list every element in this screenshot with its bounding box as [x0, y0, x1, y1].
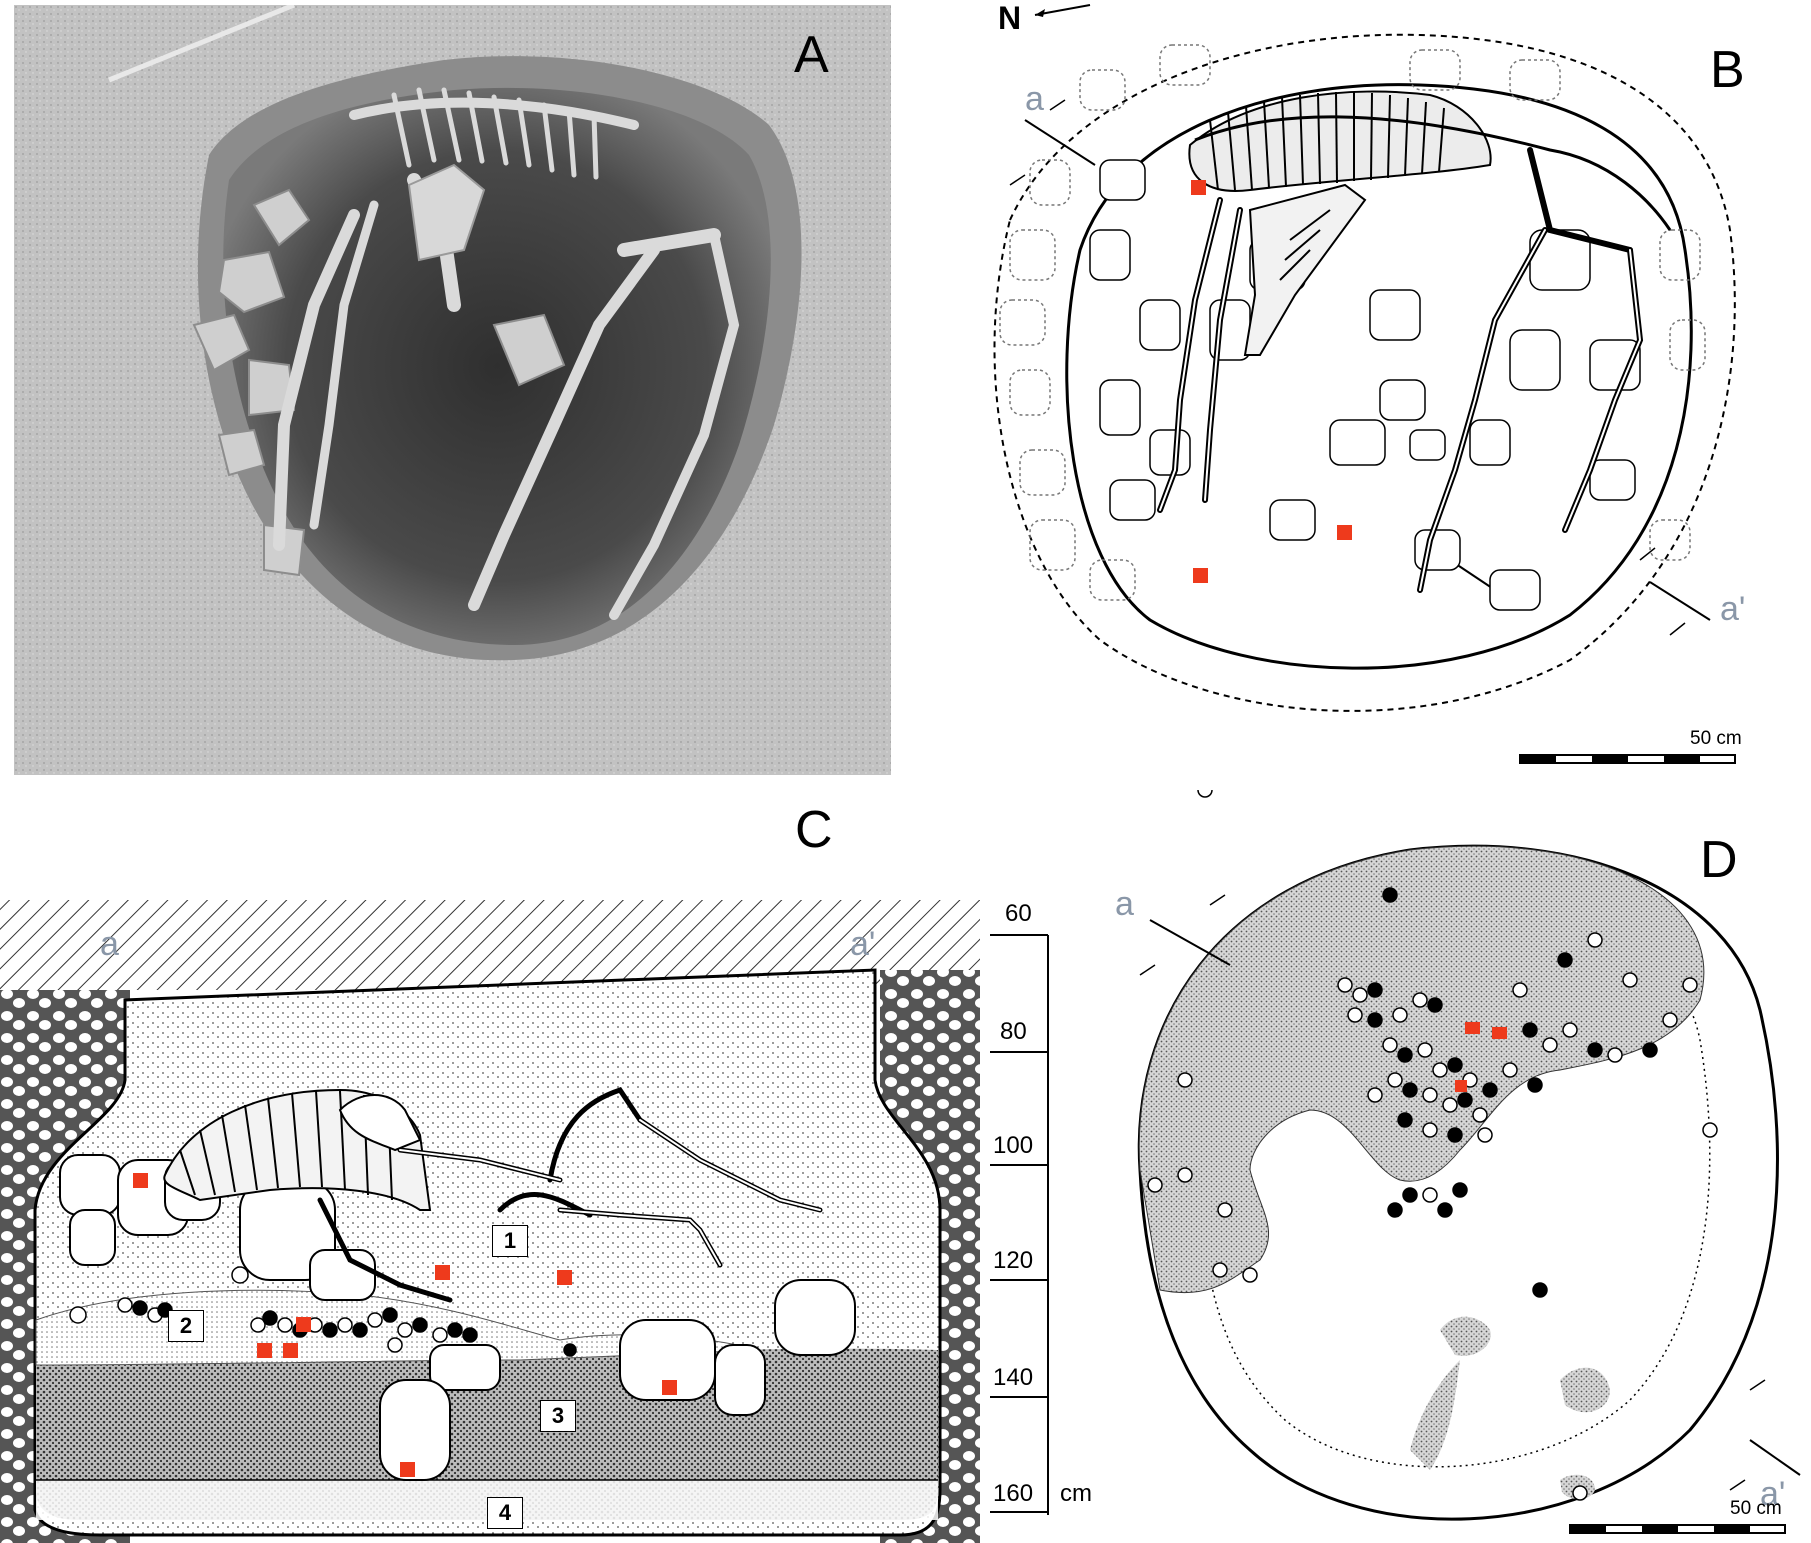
panel-b-plan: N B a a' 50 cm: [950, 0, 1811, 770]
layer-label-2: 2: [168, 1310, 204, 1342]
panel-c-section: C a a' 1 2 3 4 60 80 100 120 140 160 cm: [0, 790, 1110, 1543]
panel-letter-d: D: [1700, 831, 1738, 889]
depth-label-60: 60: [1005, 900, 1032, 927]
north-label: N: [998, 0, 1022, 36]
plan-drawing-b: [993, 4, 1736, 764]
sample-marker: [1465, 1022, 1480, 1034]
section-label-a-prime: a': [850, 925, 876, 963]
north-arrow-icon: [1034, 4, 1091, 16]
sample-marker: [283, 1343, 298, 1358]
sample-marker: [1193, 568, 1208, 583]
scale-label-b: 50 cm: [1690, 728, 1742, 749]
depth-label-140: 140: [993, 1364, 1034, 1391]
sample-marker: [296, 1317, 311, 1332]
depth-unit: cm: [1060, 1480, 1092, 1507]
scale-bar-b: [1519, 754, 1736, 764]
depth-label-100: 100: [993, 1132, 1034, 1159]
sample-marker: [1492, 1027, 1507, 1039]
section-line-a-prime: [1649, 581, 1711, 621]
section-label-a-prime: a': [1760, 1475, 1786, 1513]
outer-pit-outline: [993, 33, 1736, 712]
depth-scale: [990, 934, 1049, 1515]
excavation-photo: [14, 5, 891, 775]
plan-drawing-d: [1137, 790, 1801, 1534]
layer-label-3: 3: [540, 1400, 576, 1432]
section-label-a: a: [1115, 885, 1134, 923]
section-label-a-prime: a': [1720, 590, 1746, 628]
panel-d-plan: D a a' 50 cm: [1110, 790, 1811, 1543]
depth-label-80: 80: [1000, 1018, 1027, 1045]
sample-marker: [435, 1265, 450, 1280]
sample-marker: [1337, 525, 1352, 540]
section-label-a: a: [100, 925, 119, 963]
section-drawing-c: [0, 900, 1049, 1543]
scale-bar-d: [1569, 1524, 1786, 1534]
panel-letter-a: A: [794, 26, 829, 84]
scale-label-d: 50 cm: [1730, 1498, 1782, 1519]
panel-a-photo: A: [14, 5, 891, 775]
sample-marker: [257, 1343, 272, 1358]
sample-marker: [400, 1462, 415, 1477]
sample-markers: [1191, 180, 1352, 583]
layer-label-1: 1: [492, 1225, 528, 1257]
layer-label-4: 4: [487, 1497, 523, 1529]
inner-pit-outline: [1065, 83, 1693, 670]
section-label-a: a: [1025, 80, 1044, 118]
skull: [1243, 183, 1367, 356]
sample-marker: [1191, 180, 1206, 195]
sample-marker: [557, 1270, 572, 1285]
depth-label-120: 120: [993, 1247, 1034, 1274]
section-line-a: [1024, 119, 1096, 166]
sample-marker: [133, 1173, 148, 1188]
sample-marker: [1455, 1080, 1467, 1092]
sample-marker: [662, 1380, 677, 1395]
panel-letter-c: C: [795, 801, 833, 859]
depth-label-160: 160: [993, 1480, 1034, 1507]
panel-letter-b: B: [1710, 41, 1745, 99]
